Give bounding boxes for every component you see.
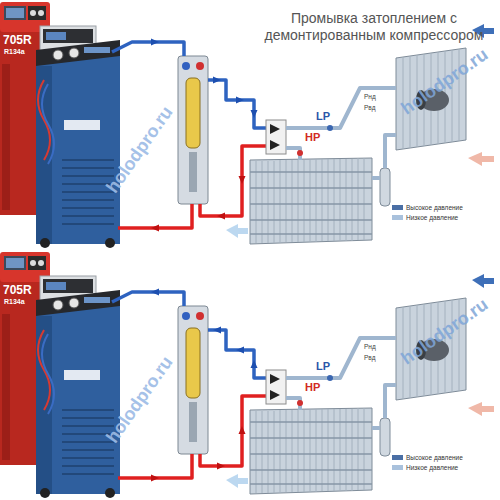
legend-entry: Низкое давление <box>392 464 458 471</box>
legend-text: Высокое давление <box>406 204 463 211</box>
bottom-panel <box>0 252 494 498</box>
watermark: holodpro.ru <box>102 102 178 197</box>
pressure-label: Pнд <box>364 343 376 351</box>
refrigerant-label: R134a <box>4 48 25 56</box>
illustration-part <box>151 39 159 46</box>
legend-text: Высокое давление <box>406 454 463 461</box>
diagram-title: Промывка затоплением с демонтированным к… <box>258 10 490 44</box>
illustration-part <box>151 475 159 482</box>
illustration-part <box>251 110 258 118</box>
flow-arrows-bottom <box>151 289 258 482</box>
illustration-part <box>251 360 258 368</box>
legend-text: Низкое давление <box>406 464 458 471</box>
illustration-part <box>236 97 244 104</box>
watermark: holodpro.ru <box>397 44 492 120</box>
port-label: LP <box>316 110 330 123</box>
model-label: 705R <box>3 283 32 297</box>
illustration-part <box>236 347 244 354</box>
illustration-part <box>239 426 246 434</box>
illustration-part <box>217 213 225 220</box>
legend-swatch <box>392 215 403 220</box>
legend-swatch <box>392 455 403 460</box>
port-label: HP <box>305 131 320 144</box>
illustration-part <box>151 289 159 296</box>
illustration-part <box>213 327 221 334</box>
model-label: 705R <box>3 33 32 47</box>
watermark: holodpro.ru <box>397 294 492 370</box>
watermark: holodpro.ru <box>102 352 178 447</box>
illustration-part <box>217 463 225 470</box>
legend-entry: Высокое давление <box>392 454 463 461</box>
pressure-label: Pнд <box>364 93 376 101</box>
refrigerant-label: R134a <box>4 298 25 306</box>
pressure-label: Pвд <box>364 104 376 112</box>
illustration-part <box>239 176 246 184</box>
port-label: LP <box>316 360 330 373</box>
illustration-part <box>213 77 221 84</box>
illustration-part <box>151 225 159 232</box>
legend-swatch <box>392 465 403 470</box>
legend-entry: Высокое давление <box>392 204 463 211</box>
port-label: HP <box>305 381 320 394</box>
legend-swatch <box>392 205 403 210</box>
flow-arrows-top <box>151 39 258 232</box>
legend-entry: Низкое давление <box>392 214 458 221</box>
pressure-label: Pвд <box>364 354 376 362</box>
legend-text: Низкое давление <box>406 214 458 221</box>
top-panel <box>0 2 494 248</box>
